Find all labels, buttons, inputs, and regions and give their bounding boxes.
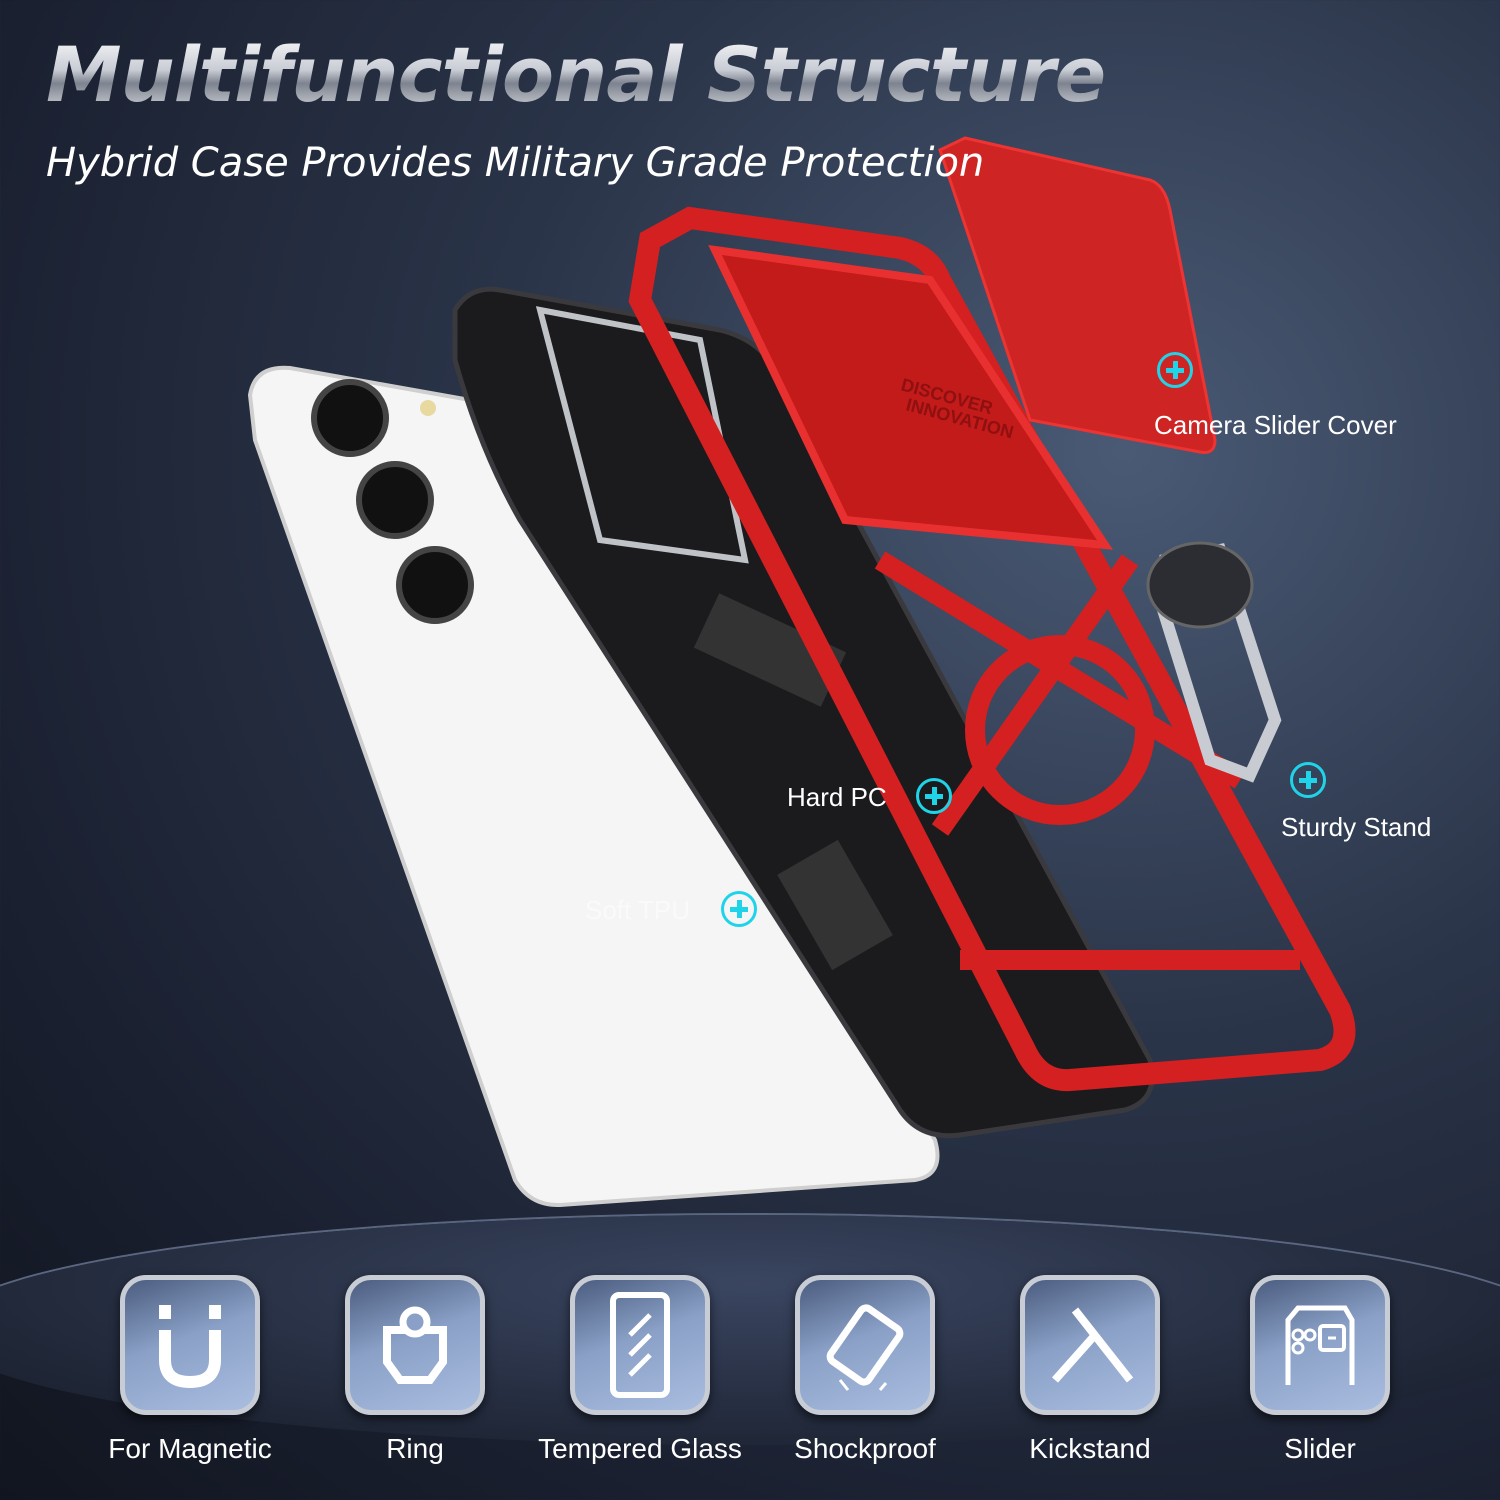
ring-stand [1146,541,1282,783]
phone [247,365,940,1208]
feature-label: Ring [386,1433,444,1464]
feature-ring: Ring [300,1275,530,1465]
feature-kickstand: Kickstand [975,1275,1205,1465]
shockproof-icon [795,1275,935,1415]
feature-slider: Slider [1205,1275,1435,1465]
camera-lens-icon [396,546,474,624]
callout-sturdy-stand: Sturdy Stand [1281,812,1432,842]
callout-marker-icon [916,778,952,814]
magnet-icon [120,1275,260,1415]
feature-tempered-glass: Tempered Glass [525,1275,755,1465]
feature-shockproof: Shockproof [750,1275,980,1465]
tempered-glass-icon [570,1275,710,1415]
camera-slider-cover [938,136,1217,454]
camera-lens-icon [311,379,389,457]
callout-marker-icon [1290,762,1326,798]
camera-lens-icon [356,461,434,539]
feature-label: Tempered Glass [538,1433,742,1464]
page-subtitle: Hybrid Case Provides Military Grade Prot… [46,140,985,186]
page-title: Multifunctional Structure [46,30,1106,119]
black-case [452,286,1155,1139]
feature-label: Kickstand [1029,1433,1151,1464]
feature-for-magnetic: For Magnetic [75,1275,305,1465]
ring-icon [345,1275,485,1415]
kickstand-icon [1020,1275,1160,1415]
red-frame: DISCOVER INNOVATION [628,206,1356,1092]
camera-slider [708,245,1113,550]
feature-label: For Magnetic [108,1433,272,1464]
flash-icon [420,400,436,416]
feature-label: Slider [1284,1433,1356,1464]
callout-marker-icon [1157,352,1193,388]
feature-label: Shockproof [794,1433,936,1464]
callout-hard-pc: Hard PC [787,782,887,812]
slider-icon [1250,1275,1390,1415]
callout-soft-tpu: Soft TPU [585,895,691,925]
callout-camera-slider-cover: Camera Slider Cover [1154,410,1397,440]
callout-marker-icon [721,891,757,927]
